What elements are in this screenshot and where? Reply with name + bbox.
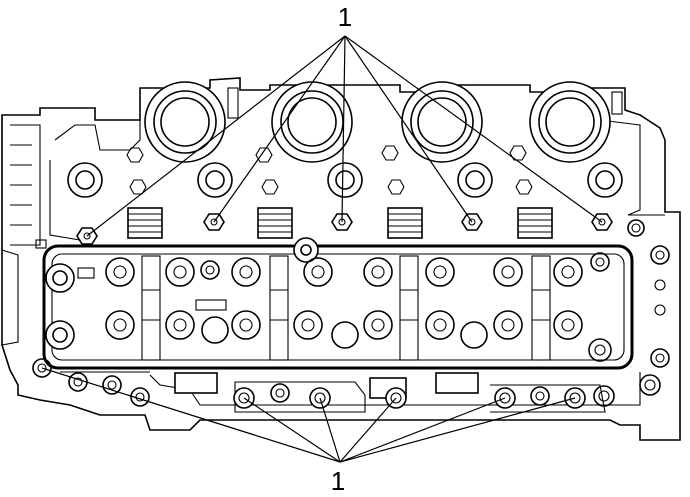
cam-bosses-top xyxy=(105,252,610,287)
port-3 xyxy=(401,81,483,163)
port-4 xyxy=(529,81,611,163)
lower-deck xyxy=(60,371,641,413)
upper-bosses xyxy=(67,162,623,198)
valve-springs xyxy=(127,207,553,239)
bearing-caps xyxy=(141,255,551,361)
port-1 xyxy=(144,81,226,163)
intake-ports xyxy=(144,81,611,163)
bottom-callout-leaders xyxy=(41,367,576,463)
gasket-rail xyxy=(42,244,634,370)
top-callout-label: 1 xyxy=(338,2,352,32)
top-callout-leaders xyxy=(86,35,603,237)
lower-bolt-row xyxy=(32,358,615,409)
bottom-callout-label: 1 xyxy=(331,466,345,496)
cam-bosses-bottom xyxy=(105,310,612,362)
left-flange xyxy=(1,115,19,346)
head-outline xyxy=(1,77,681,441)
